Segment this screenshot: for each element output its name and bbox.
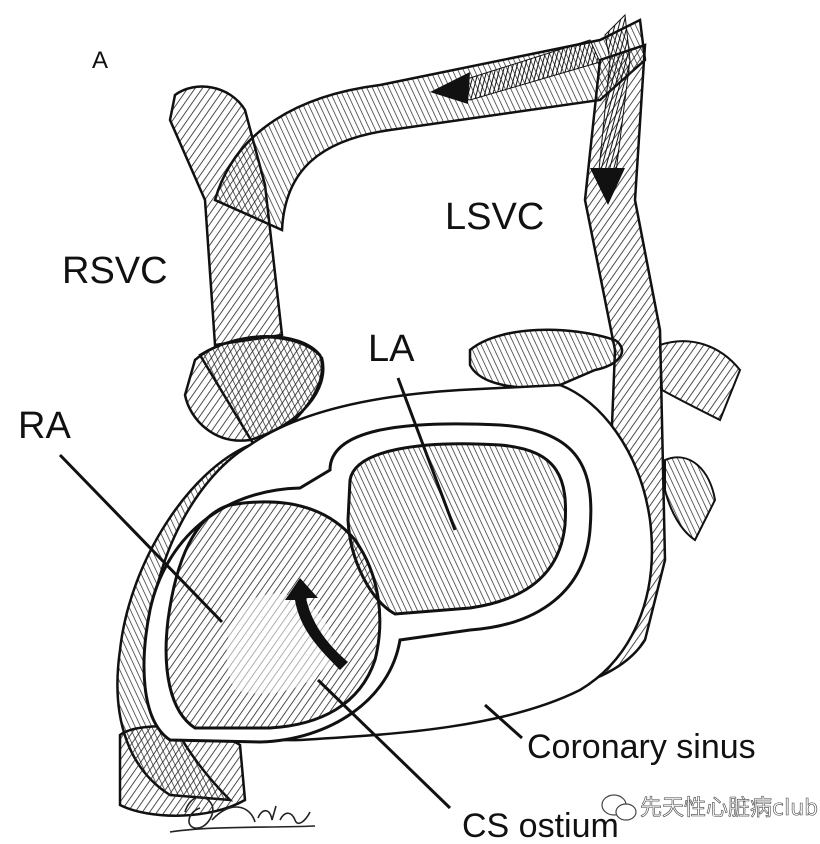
wechat-icon xyxy=(601,794,637,821)
flow-arrowhead-top xyxy=(430,72,470,104)
ivc-stump xyxy=(118,725,247,817)
cs-ostium-leader-line xyxy=(316,678,452,810)
la-label: LA xyxy=(368,328,415,370)
atrial-opening xyxy=(142,422,593,744)
pulmonary-vein-stub-2 xyxy=(664,456,717,542)
leader-lines xyxy=(58,377,523,810)
ra-label: RA xyxy=(18,405,71,447)
ra-leader-line xyxy=(58,453,224,624)
cs-ostium-arrow xyxy=(285,578,348,670)
ra-appendage xyxy=(183,336,325,442)
la-leader-line xyxy=(396,377,457,531)
flow-arrowhead-lsvc xyxy=(590,168,625,205)
pulmonary-vein-stub xyxy=(658,340,742,422)
cs-ostium-label: CS ostium xyxy=(462,807,619,844)
la-appendage xyxy=(468,328,624,389)
illustrator-signature xyxy=(169,796,316,833)
coronary-sinus-label: Coronary sinus xyxy=(527,728,756,766)
rsvc-label: RSVC xyxy=(62,250,168,292)
lsvc-label: LSVC xyxy=(445,196,544,238)
watermark: 先天性心脏病club xyxy=(601,794,818,821)
coronary-sinus-leader-line xyxy=(484,703,523,740)
panel-letter: A xyxy=(92,47,108,74)
watermark-text: 先天性心脏病club xyxy=(640,796,818,821)
